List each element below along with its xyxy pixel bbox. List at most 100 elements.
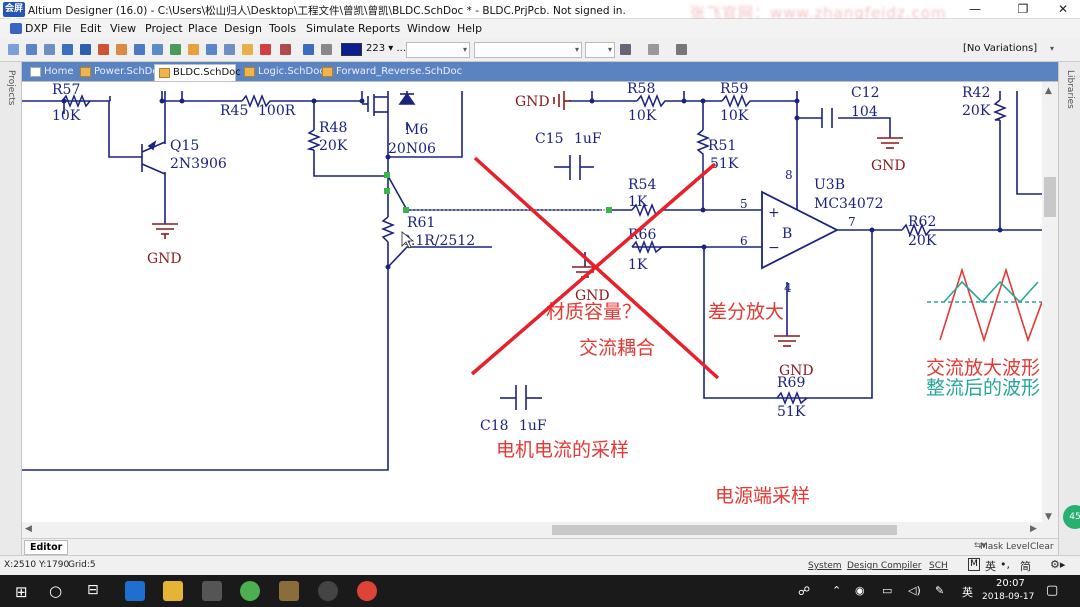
close-button[interactable]: ✕ (1057, 2, 1069, 16)
menu-simulate[interactable]: Simulate (306, 22, 355, 35)
editor-tab[interactable]: Editor (24, 540, 69, 555)
tab-forward-reverse-schdoc[interactable]: Forward_Reverse.SchDoc (318, 64, 462, 81)
device-sheet-icon[interactable] (188, 44, 199, 55)
grid-icon[interactable] (648, 44, 659, 55)
menu-design[interactable]: Design (224, 22, 262, 35)
calculator-icon[interactable] (202, 581, 222, 601)
net-icon[interactable] (80, 44, 91, 55)
projects-panel[interactable]: Projects (0, 62, 22, 555)
r42-label: R42 (962, 85, 990, 101)
scroll-left-icon[interactable]: ◀ (25, 524, 32, 534)
vertical-scroll-thumb[interactable] (1044, 177, 1056, 217)
menu-help[interactable]: Help (457, 22, 483, 35)
ime-lang-indicator[interactable]: 英 (985, 560, 996, 573)
minimize-button[interactable]: — (969, 2, 981, 16)
wire-icon[interactable] (8, 44, 19, 55)
bus-icon[interactable] (26, 44, 37, 55)
menu-window[interactable]: Window (407, 22, 451, 35)
action-center-icon[interactable]: ▢ (1046, 583, 1059, 598)
part-icon[interactable] (134, 44, 145, 55)
start-windows-icon[interactable]: ⊞ (15, 583, 28, 601)
tab-home[interactable]: Home (26, 64, 74, 81)
network-icon[interactable]: ▭ (882, 584, 893, 597)
cursor-coords: X:2510 Y:1790 (4, 560, 70, 570)
r61-label: R61 (407, 215, 435, 231)
volume-icon[interactable]: ◁) (908, 584, 921, 597)
ime-mode-indicator[interactable]: 简 (1020, 560, 1031, 573)
people-icon[interactable]: ☍ (798, 584, 811, 598)
chrome-icon[interactable] (357, 581, 377, 601)
r58-value: 10K (628, 108, 657, 124)
tray-lang-indicator[interactable]: 英 (962, 586, 973, 599)
edge-browser-icon[interactable] (125, 581, 145, 601)
maximize-button[interactable]: ❐ (1017, 2, 1029, 16)
dropdown-icon[interactable] (321, 44, 332, 55)
horizontal-scrollbar[interactable]: ◀ ▶ (22, 522, 1042, 538)
harness-entry-icon[interactable] (224, 44, 235, 55)
clock-date[interactable]: 2018-09-17 (982, 592, 1035, 602)
tray-chevron-icon[interactable]: ⌃ (832, 584, 842, 597)
schematic-canvas[interactable]: + − B 5 6 7 8 4 R57 10K Q15 2N3906 R45 1… (22, 82, 1042, 522)
tab-power-schdoc[interactable]: Power.SchDoc (76, 64, 164, 81)
tab-bldc-schdoc[interactable]: BLDC.SchDoc * (154, 64, 249, 81)
schematic-svg[interactable]: + − B 5 6 7 8 4 R57 10K Q15 2N3906 R45 1… (22, 82, 1042, 522)
bus-entry-icon[interactable] (44, 44, 55, 55)
projects-panel-label[interactable]: Projects (6, 70, 16, 106)
sch-panel-link[interactable]: SCH (929, 561, 948, 571)
mask-level-button[interactable]: Mask Level (980, 542, 1030, 552)
sheet-symbol-icon[interactable] (152, 44, 163, 55)
no-erc-icon[interactable] (260, 44, 271, 55)
ime-m-icon[interactable]: M (968, 558, 980, 571)
variations-combo[interactable]: [No Variations]▾ (963, 43, 1054, 54)
design-compiler-panel-link[interactable]: Design Compiler (847, 561, 922, 571)
vcc-port-icon[interactable] (116, 44, 127, 55)
directive-icon[interactable] (280, 44, 291, 55)
notification-badge[interactable]: 45 (1063, 505, 1080, 529)
more-icon[interactable] (676, 44, 687, 55)
net-label-icon[interactable] (62, 44, 73, 55)
harness-icon[interactable] (206, 44, 217, 55)
file-explorer-icon[interactable] (163, 581, 183, 601)
ime-settings-icon[interactable]: ⚙▸ (1050, 558, 1066, 571)
menu-reports[interactable]: Reports (358, 22, 401, 35)
line-width-combo[interactable]: 223 ▾ ... (366, 43, 407, 54)
vertical-scrollbar[interactable]: ▲ ▼ (1042, 82, 1058, 540)
task-view-icon[interactable]: ⊟ (87, 582, 99, 598)
search-circle-icon[interactable]: ○ (49, 582, 63, 600)
horizontal-scroll-thumb[interactable] (552, 525, 897, 535)
size-combo[interactable]: ▾ (585, 42, 615, 58)
menu-place[interactable]: Place (188, 22, 218, 35)
menu-project[interactable]: Project (145, 22, 183, 35)
scroll-up-icon[interactable]: ▲ (1045, 86, 1052, 96)
ime-punct-icon[interactable]: •, (1000, 558, 1010, 571)
menu-dxp[interactable]: DXP (25, 22, 48, 35)
r69-label: R69 (777, 375, 805, 391)
selection-handles[interactable] (384, 172, 612, 213)
style-combo[interactable]: ▾ (474, 42, 582, 58)
pen-icon[interactable] (303, 44, 314, 55)
libraries-panel-label[interactable]: Libraries (1065, 70, 1075, 109)
wechat-like-icon[interactable] (240, 581, 260, 601)
menu-file[interactable]: File (53, 22, 72, 35)
altium-designer-icon[interactable] (279, 581, 299, 601)
color-swatch[interactable] (341, 43, 362, 56)
sheet-entry-icon[interactable] (170, 44, 181, 55)
menu-edit[interactable]: Edit (80, 22, 102, 35)
menu-tools[interactable]: Tools (269, 22, 297, 35)
align-icon[interactable] (620, 44, 631, 55)
media-player-icon[interactable] (318, 581, 338, 601)
system-panel-link[interactable]: System (808, 561, 842, 571)
scroll-right-icon[interactable]: ▶ (1030, 524, 1037, 534)
pen-tray-icon[interactable]: ✎ (935, 584, 945, 597)
gnd-port-icon[interactable] (98, 44, 109, 55)
tab-logic-schdoc[interactable]: Logic.SchDoc (240, 64, 325, 81)
scroll-down-icon[interactable]: ▼ (1045, 512, 1052, 522)
clock-time[interactable]: 20:07 (996, 578, 1025, 589)
mask-slider-icon[interactable]: ⇆▾ (974, 541, 987, 551)
font-combo[interactable]: ▾ (406, 42, 470, 58)
port-icon[interactable] (242, 44, 253, 55)
clear-button[interactable]: Clear (1030, 542, 1054, 552)
libraries-panel[interactable]: Libraries (1058, 62, 1080, 555)
menu-view[interactable]: View (110, 22, 137, 35)
tray-app-icon[interactable]: ◉ (855, 584, 865, 597)
